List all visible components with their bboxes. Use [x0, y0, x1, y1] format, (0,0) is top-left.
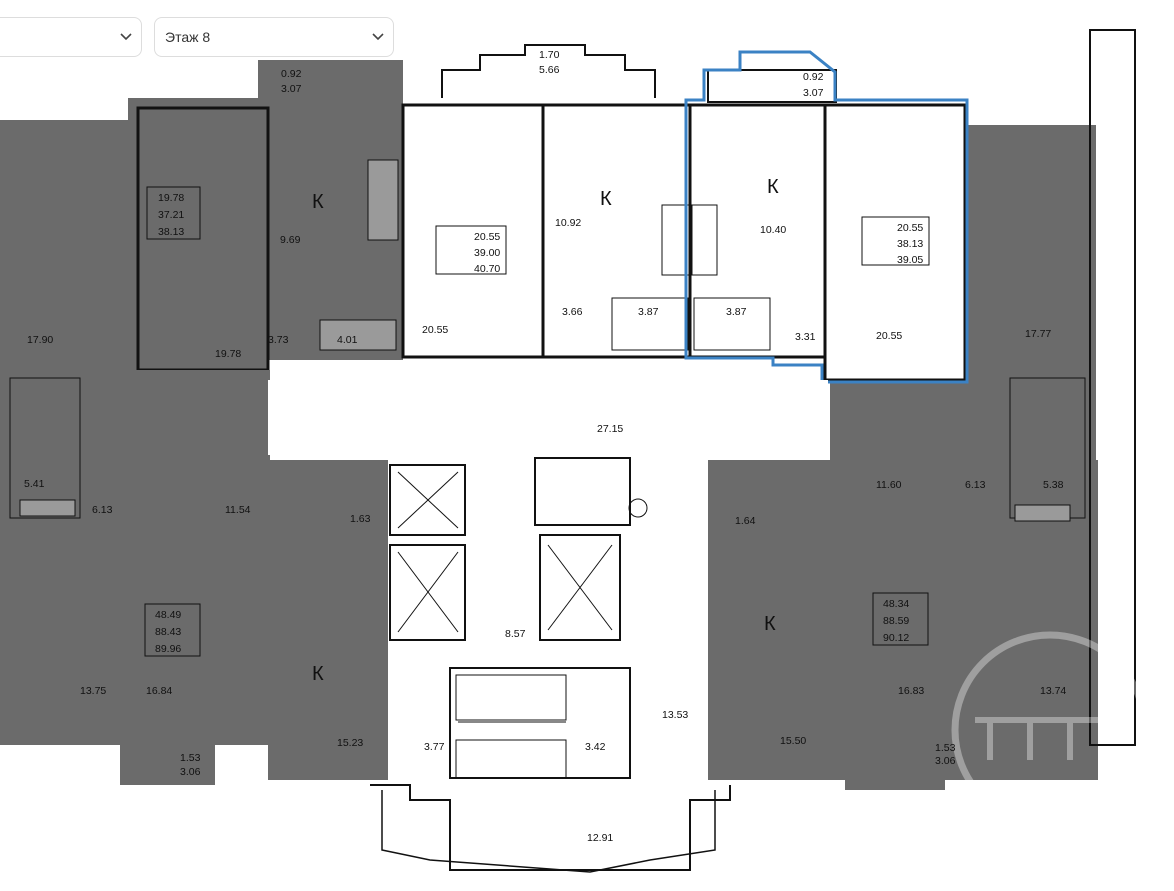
- room-area-labels: 0.92 3.07 1.70 5.66 0.92 3.07 9.69 17.90…: [24, 49, 1066, 844]
- area-box-apt-top-center-right: 20.55 38.13 39.05: [861, 216, 930, 266]
- svg-text:20.55: 20.55: [876, 330, 902, 342]
- svg-text:19.78: 19.78: [215, 348, 241, 360]
- svg-text:3.31: 3.31: [795, 331, 816, 343]
- svg-text:8.57: 8.57: [505, 628, 526, 640]
- svg-text:5.38: 5.38: [1043, 479, 1064, 491]
- floor-select-value: Этаж 8: [165, 29, 211, 45]
- chevron-down-icon: [363, 33, 393, 41]
- apt-bottom-left[interactable]: [0, 370, 388, 785]
- area-box-apt-top-center-left: 20.55 39.00 40.70: [435, 225, 507, 275]
- svg-text:3.66: 3.66: [562, 306, 583, 318]
- svg-text:17.90: 17.90: [27, 334, 53, 346]
- svg-text:37.21: 37.21: [158, 209, 184, 221]
- apt-top-center-right[interactable]: [684, 50, 969, 384]
- svg-text:39.05: 39.05: [897, 254, 923, 266]
- svg-text:39.00: 39.00: [474, 247, 500, 259]
- svg-text:3.73: 3.73: [268, 334, 289, 346]
- svg-text:3.87: 3.87: [638, 306, 659, 318]
- kitchen-mark: К: [312, 191, 324, 213]
- svg-text:15.23: 15.23: [337, 737, 363, 749]
- svg-text:16.84: 16.84: [146, 685, 172, 697]
- svg-text:0.92: 0.92: [281, 68, 302, 80]
- svg-text:0.92: 0.92: [803, 71, 824, 83]
- kitchen-mark: К: [764, 613, 776, 635]
- apartment-filter-dropdown[interactable]: [0, 17, 142, 57]
- svg-text:3.77: 3.77: [424, 741, 445, 753]
- svg-text:17.77: 17.77: [1025, 328, 1051, 340]
- kitchen-mark: К: [312, 663, 324, 685]
- svg-text:40.70: 40.70: [474, 263, 500, 275]
- svg-text:20.55: 20.55: [474, 231, 500, 243]
- svg-text:48.34: 48.34: [883, 598, 909, 610]
- svg-text:1.63: 1.63: [350, 513, 371, 525]
- svg-text:10.92: 10.92: [555, 217, 581, 229]
- balcony-top-center: [441, 44, 656, 98]
- developer-logo: [951, 631, 1149, 829]
- svg-text:3.07: 3.07: [281, 83, 302, 95]
- svg-text:90.12: 90.12: [883, 632, 909, 644]
- floor-select-dropdown[interactable]: Этаж 8: [154, 17, 394, 57]
- area-box-apt-top-left: 19.78 37.21 38.13: [146, 186, 201, 240]
- svg-text:11.60: 11.60: [876, 479, 902, 491]
- svg-text:38.13: 38.13: [897, 238, 923, 250]
- svg-text:88.59: 88.59: [883, 615, 909, 627]
- svg-text:89.96: 89.96: [155, 643, 181, 655]
- area-box-apt-bottom-left: 48.49 88.43 89.96: [144, 603, 201, 657]
- svg-text:16.83: 16.83: [898, 685, 924, 697]
- apt-bottom-right[interactable]: [708, 377, 1098, 790]
- svg-text:19.78: 19.78: [158, 192, 184, 204]
- svg-text:1.53: 1.53: [935, 742, 956, 754]
- chevron-down-icon: [111, 33, 141, 41]
- svg-text:13.53: 13.53: [662, 709, 688, 721]
- svg-text:3.06: 3.06: [180, 766, 201, 778]
- svg-text:9.69: 9.69: [280, 234, 301, 246]
- svg-text:3.06: 3.06: [935, 755, 956, 767]
- svg-text:48.49: 48.49: [155, 609, 181, 621]
- svg-text:3.07: 3.07: [803, 87, 824, 99]
- kitchen-mark: К: [767, 176, 779, 198]
- svg-text:5.41: 5.41: [24, 478, 45, 490]
- svg-text:11.54: 11.54: [225, 504, 251, 516]
- common-core: [268, 380, 828, 873]
- svg-text:88.43: 88.43: [155, 626, 181, 638]
- svg-text:10.40: 10.40: [760, 224, 786, 236]
- svg-text:13.74: 13.74: [1040, 685, 1066, 697]
- svg-text:1.64: 1.64: [735, 515, 756, 527]
- svg-text:27.15: 27.15: [597, 423, 623, 435]
- svg-text:13.75: 13.75: [80, 685, 106, 697]
- svg-text:3.87: 3.87: [726, 306, 747, 318]
- svg-text:6.13: 6.13: [965, 479, 986, 491]
- svg-text:38.13: 38.13: [158, 226, 184, 238]
- svg-text:1.53: 1.53: [180, 752, 201, 764]
- apt-top-center-left[interactable]: [401, 103, 693, 359]
- svg-text:20.55: 20.55: [897, 222, 923, 234]
- svg-text:3.42: 3.42: [585, 741, 606, 753]
- area-box-apt-bottom-right: 48.34 88.59 90.12: [872, 592, 929, 646]
- svg-text:15.50: 15.50: [780, 735, 806, 747]
- svg-text:20.55: 20.55: [422, 324, 448, 336]
- kitchen-mark: К: [600, 188, 612, 210]
- svg-text:5.66: 5.66: [539, 64, 560, 76]
- svg-text:4.01: 4.01: [337, 334, 358, 346]
- svg-text:12.91: 12.91: [587, 832, 613, 844]
- svg-text:6.13: 6.13: [92, 504, 113, 516]
- selected-apartment-outline: [684, 50, 969, 384]
- svg-text:1.70: 1.70: [539, 49, 560, 61]
